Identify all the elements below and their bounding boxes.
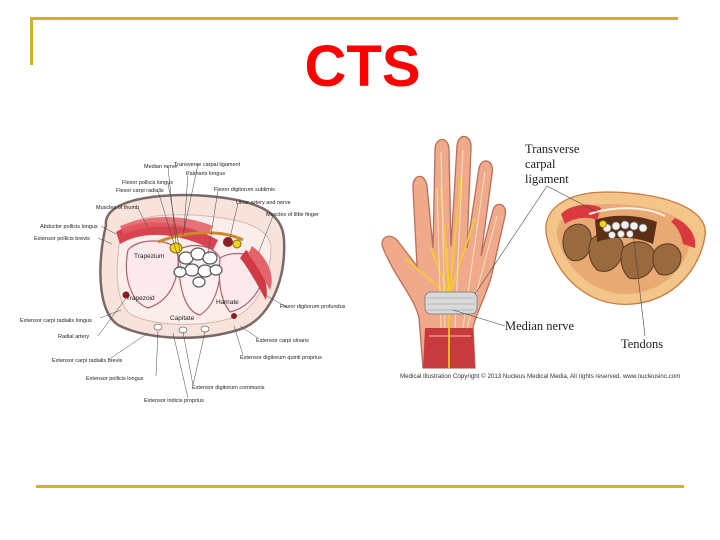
label-transverse-line2: carpal (525, 157, 556, 171)
label-muscles-of-little-finger: Muscles of little finger (266, 212, 319, 218)
label-extensor-pollicis-longus: Extensor pollicis longus (86, 376, 144, 382)
label-muscles-of-thumb: Muscles of thumb (96, 205, 139, 211)
label-trapezoid: Trapezoid (126, 295, 155, 302)
label-extensor-carpi-ulnaris: Extensor carpi ulnaris (256, 338, 309, 344)
frame-top-line (30, 17, 678, 20)
label-palmaris-longus: Palmaris longus (186, 171, 225, 177)
label-capitate: Capitate (170, 315, 195, 322)
label-transverse-carpal-ligament: Transverse carpal ligament (174, 162, 241, 168)
label-extensor-pollicis-brevis: Extensor pollicis brevis (34, 236, 90, 242)
label-extensor-digitorum-quinti-proprius: Extensor digitorum quinti proprius (240, 355, 322, 361)
label-flexor-digitorum-sublimis: Flexor digitorum sublimis (214, 187, 275, 193)
label-extensor-carpi-radialis-brevis: Extensor carpi radialis brevis (52, 358, 123, 364)
label-hamate: Hamate (216, 299, 239, 306)
label-median-nerve: Median nerve (144, 164, 177, 170)
label-transverse-line1: Transverse (525, 142, 580, 156)
label-extensor-indicis-proprius: Extensor indicis proprius (144, 398, 204, 404)
label-trapezium: Trapezium (134, 253, 164, 260)
hand-carpal-tunnel-illustration: Transverse carpal ligament Median nerve … (375, 128, 710, 380)
copyright-notice: Medical Illustration Copyright © 2013 Nu… (400, 373, 680, 380)
wrist-cross-section-figure: Median nerve Transverse carpal ligament … (8, 130, 368, 420)
label-flexor-carpi-radialis: Flexor carpi radialis (116, 188, 164, 194)
label-radial-artery: Radial artery (58, 334, 89, 340)
label-transverse-line3: ligament (525, 172, 569, 186)
label-ulnar-artery-nerve: Ulnar artery and nerve (236, 200, 291, 206)
slide-title: CTS (0, 34, 720, 100)
label-extensor-digitorum-communis: Extensor digitorum communis (192, 385, 265, 391)
label-median-nerve-right: Median nerve (505, 319, 575, 333)
label-flexor-pollicis-longus: Flexor pollicis longus (122, 180, 173, 186)
hand-carpal-tunnel-figure: Transverse carpal ligament Median nerve … (375, 128, 710, 380)
wrist-cross-section-illustration: Median nerve Transverse carpal ligament … (8, 130, 368, 420)
label-flexor-digitorum-profundus: Flexor digitorum profundus (280, 304, 346, 310)
label-tendons: Tendons (621, 337, 663, 351)
frame-bottom-line (36, 485, 684, 488)
label-abductor-pollicis-longus: Abductor pollicis longus (40, 224, 98, 230)
label-extensor-carpi-radialis-longus: Extensor carpi radialis longus (20, 318, 92, 324)
